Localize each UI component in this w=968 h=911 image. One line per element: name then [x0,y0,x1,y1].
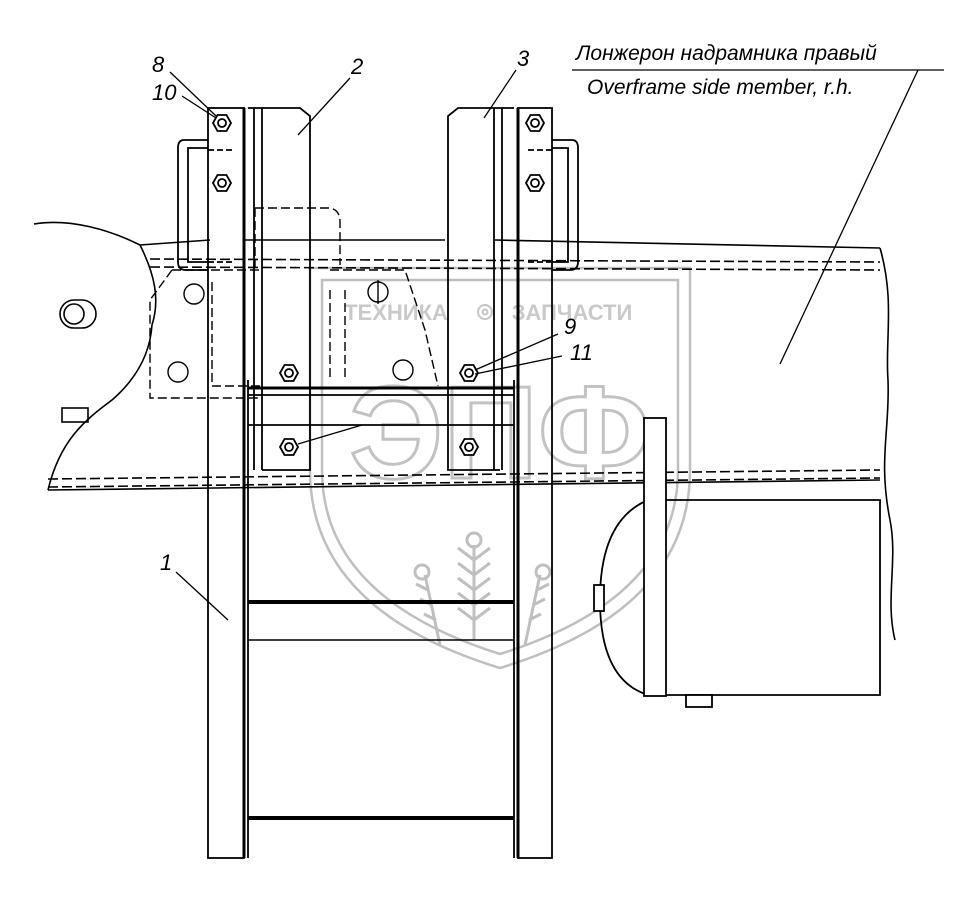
caption-ru: Лонжерон надрамника правый [574,42,877,65]
leader-lines [169,69,944,621]
nut-9-right [458,364,480,382]
callouts: 8 10 2 3 9 11 1 [152,46,593,575]
watermark-shield [308,266,692,670]
watermark-shield-inner [320,278,680,656]
nuts [211,114,546,456]
beam-right-break [879,247,896,641]
callout-8: 8 [152,52,165,77]
callout-2: 2 [350,54,363,79]
side-member-beam [33,221,896,641]
leader-10 [181,95,217,119]
leader-1 [175,571,229,621]
leader-11 [474,355,563,375]
bracket-3 [447,107,514,471]
callout-9: 9 [564,314,576,339]
cross-plate [248,386,514,426]
watermark-left-text: ТЕХНИКА [344,300,448,325]
nut-3-upper [524,114,546,132]
beam-top-edge [139,239,881,249]
ladder-steps [248,600,514,820]
u-bolt-right [528,139,579,271]
leader-caption [779,69,919,365]
leader-9 [474,333,559,371]
leader-8 [169,71,217,117]
leader-lower [297,424,363,445]
wheat-emblem [413,531,552,646]
ladder-rail-right [513,107,553,859]
nut-3-lower [524,174,546,192]
nut-8-upper [211,114,233,132]
callout-1: 1 [160,550,172,575]
callout-3: 3 [517,46,530,71]
plate-hole [167,361,189,383]
bracket-2 [248,107,311,471]
u-bolt-left [177,139,232,271]
callout-11: 11 [570,340,593,365]
gear-icon [477,304,493,320]
nut-lower-right [458,438,480,456]
plate-hole [392,359,414,381]
leader-3 [483,69,517,119]
watermark-right-text: ЗАПЧАСТИ [512,300,633,325]
plate-hole [183,283,205,305]
caption-en: Overframe side member, r.h. [587,76,853,99]
tank [593,417,881,708]
nut-8-lower [211,174,233,192]
watermark [308,266,692,670]
beam-bottom-edge [47,479,881,491]
beam-left-break [33,221,157,491]
ladder-rail-left [207,107,249,859]
leader-2 [297,77,351,136]
callout-10: 10 [152,80,177,105]
nut-9-left [278,364,300,382]
nut-lower-left [278,438,300,456]
